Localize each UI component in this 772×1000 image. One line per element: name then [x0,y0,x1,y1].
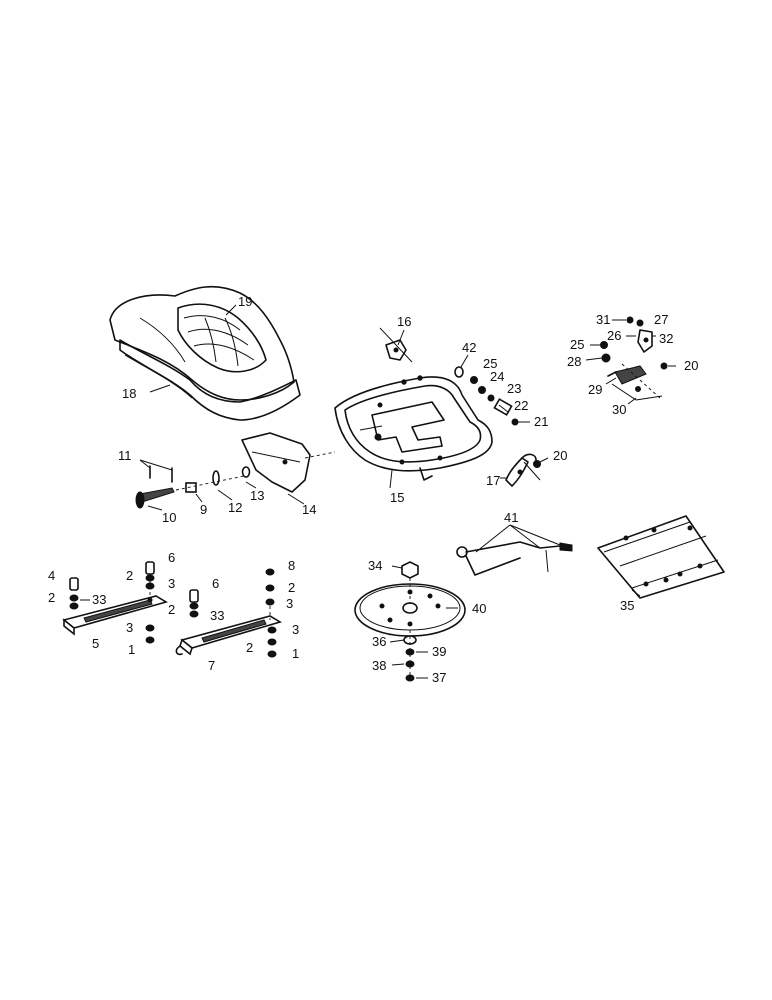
lever-bracket-part-17 [505,453,541,487]
label-27: 27 [654,312,668,327]
label-3b: 3 [126,620,133,635]
label-8: 8 [288,558,295,573]
washer-part-12 [212,470,220,486]
label-11: 11 [118,448,132,463]
label-12: 12 [228,500,242,515]
label-19: 19 [238,294,252,309]
bolt-part-10 [135,487,175,509]
label-6b: 6 [212,576,219,591]
label-29: 29 [588,382,602,397]
label-26: 26 [607,328,621,343]
label-31: 31 [596,312,610,327]
label-30: 30 [612,402,626,417]
washer-part-13 [241,466,251,478]
label-3c: 3 [286,596,293,611]
label-33a: 33 [92,592,106,607]
label-7: 7 [208,658,215,673]
label-35: 35 [620,598,634,613]
label-21: 21 [534,414,548,429]
label-13: 13 [250,488,264,503]
sleeve-part-9 [185,482,197,493]
label-20a: 20 [553,448,567,463]
base-plate-part-35 [597,515,725,599]
label-28: 28 [567,354,581,369]
label-37: 37 [432,670,446,685]
pins-part-11 [149,465,173,483]
label-18: 18 [122,386,136,401]
label-42: 42 [462,340,476,355]
label-23: 23 [507,381,521,396]
bracket-part-16 [379,327,413,363]
label-2d: 2 [288,580,295,595]
label-14: 14 [302,502,316,517]
leader-lines [80,304,676,679]
label-3a: 3 [168,576,175,591]
label-15: 15 [390,490,404,505]
label-41: 41 [504,510,518,525]
plate-part-14 [241,432,336,493]
label-4: 4 [48,568,55,583]
label-9: 9 [200,502,207,517]
label-39: 39 [432,644,446,659]
label-20b: 20 [684,358,698,373]
label-5: 5 [92,636,99,651]
label-1b: 1 [292,646,299,661]
seat-pan-part-15 [334,375,493,481]
label-17: 17 [486,473,500,488]
label-33b: 33 [210,608,224,623]
slide-rail-part-5 [62,595,168,636]
label-2b: 2 [126,568,133,583]
label-16: 16 [397,314,411,329]
lever-part-41 [456,541,573,576]
label-36: 36 [372,634,386,649]
label-2a: 2 [48,590,55,605]
tilt-mechanism [600,316,668,401]
label-25b: 25 [570,337,584,352]
label-22: 22 [514,398,528,413]
label-2e: 2 [246,640,253,655]
label-38: 38 [372,658,386,673]
label-2c: 2 [168,602,175,617]
callout-labels: 19 18 16 42 25 24 23 22 21 20 17 15 31 2… [48,294,698,685]
adjuster-stack [454,366,541,468]
label-25a: 25 [483,356,497,371]
label-3d: 3 [292,622,299,637]
seat-cushion-part-19 [109,285,295,401]
label-6a: 6 [168,550,175,565]
label-32: 32 [659,331,673,346]
label-1a: 1 [128,642,135,657]
rail-hardware [69,561,277,658]
label-34: 34 [368,558,382,573]
slide-rail-part-7 [175,615,282,656]
label-24: 24 [490,369,504,384]
label-10: 10 [162,510,176,525]
seat-base-part-18 [119,339,301,421]
turntable-part-40 [354,561,466,682]
label-40: 40 [472,601,486,616]
